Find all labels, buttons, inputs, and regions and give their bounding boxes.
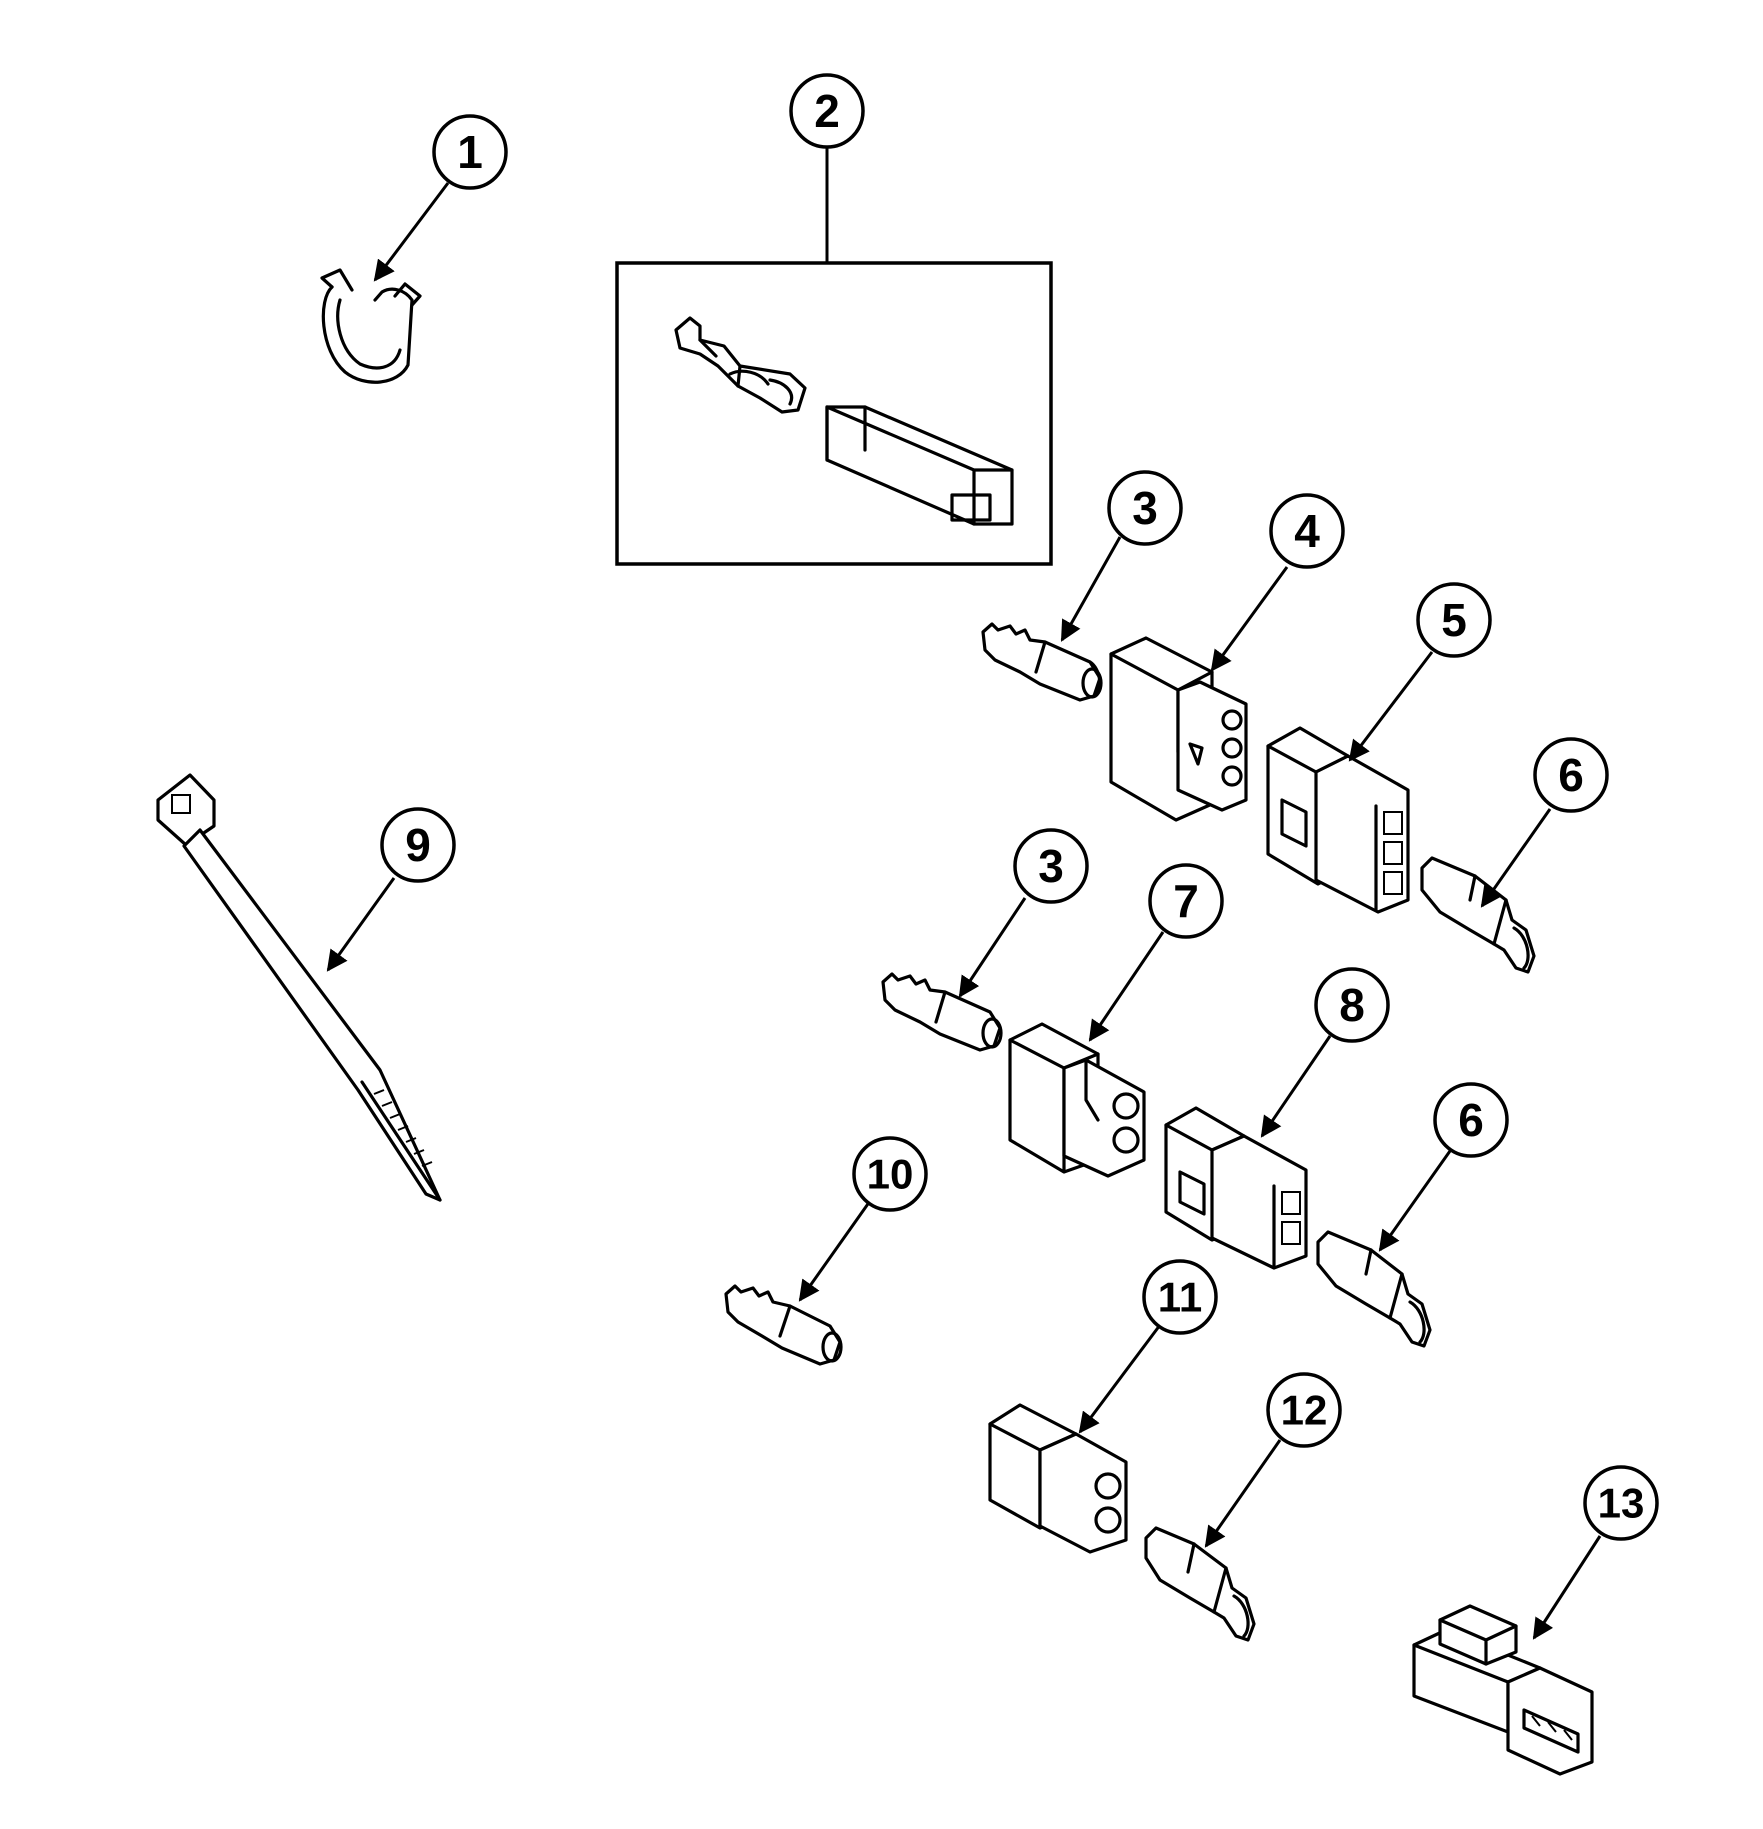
part-socket-terminal-upper xyxy=(1420,856,1536,974)
part-socket-terminal-lower xyxy=(1316,1230,1432,1348)
callout-6b: 6 xyxy=(1433,1082,1509,1158)
svg-text:5: 5 xyxy=(1441,594,1467,646)
callout-6a: 6 xyxy=(1533,737,1609,813)
part-cable-tie xyxy=(156,773,442,1202)
part-3-pin-terminal-block xyxy=(1412,1604,1594,1776)
part-pin-terminal-single xyxy=(724,1284,843,1366)
callout-3b: 3 xyxy=(1013,828,1089,904)
part-socket-terminal-single xyxy=(1144,1526,1256,1642)
callout-3a: 3 xyxy=(1107,470,1183,546)
callout-12: 12 xyxy=(1266,1372,1342,1448)
callout-8: 8 xyxy=(1314,967,1390,1043)
part-2-way-housing xyxy=(988,1403,1128,1554)
callout-11: 11 xyxy=(1142,1259,1218,1335)
svg-text:11: 11 xyxy=(1158,1274,1202,1321)
callout-5: 5 xyxy=(1416,582,1492,658)
part-3-way-plug xyxy=(1266,726,1410,914)
svg-text:4: 4 xyxy=(1294,505,1320,557)
svg-text:3: 3 xyxy=(1132,482,1158,534)
callout-13: 13 xyxy=(1583,1465,1659,1541)
part-pin-terminal-lower xyxy=(881,972,1003,1052)
svg-text:6: 6 xyxy=(1458,1094,1484,1146)
callout-1: 1 xyxy=(432,114,508,190)
svg-text:2: 2 xyxy=(814,85,840,137)
kit-box xyxy=(615,261,1053,566)
callout-2: 2 xyxy=(789,73,865,149)
callout-9: 9 xyxy=(380,807,456,883)
part-2-way-receptacle xyxy=(1008,1022,1146,1178)
part-wire-clamp xyxy=(320,268,422,384)
callout-10: 10 xyxy=(852,1136,928,1212)
svg-text:13: 13 xyxy=(1598,1480,1645,1527)
part-insulator-sleeve xyxy=(825,405,1014,526)
part-2-way-plug xyxy=(1164,1106,1308,1270)
part-pin-terminal-upper xyxy=(981,622,1103,702)
svg-text:12: 12 xyxy=(1281,1387,1328,1434)
svg-text:1: 1 xyxy=(457,126,483,178)
part-3-way-receptacle xyxy=(1109,636,1248,822)
svg-text:9: 9 xyxy=(405,819,431,871)
svg-text:7: 7 xyxy=(1173,875,1199,927)
callout-4: 4 xyxy=(1269,493,1345,569)
part-female-terminal xyxy=(674,316,807,414)
svg-text:8: 8 xyxy=(1339,979,1365,1031)
svg-text:6: 6 xyxy=(1558,749,1584,801)
callout-7: 7 xyxy=(1148,863,1224,939)
svg-text:3: 3 xyxy=(1038,840,1064,892)
svg-text:10: 10 xyxy=(867,1151,914,1198)
